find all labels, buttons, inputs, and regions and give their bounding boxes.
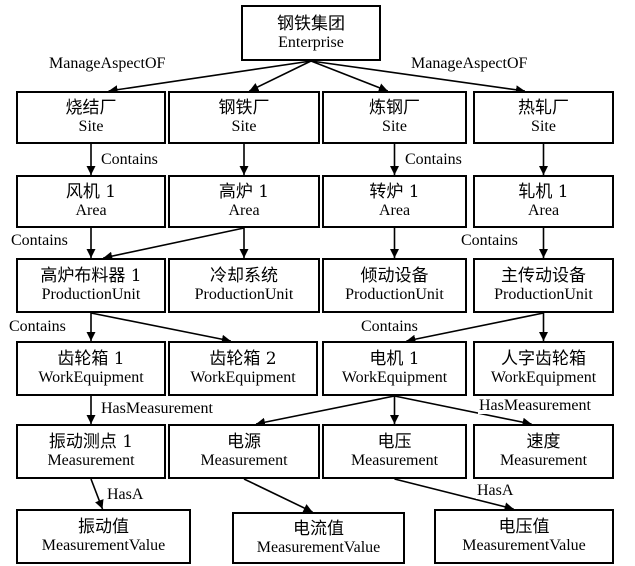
node-we-chilunxiang1-cn: 齿轮箱 1 xyxy=(57,349,125,370)
label-contains-site-right: Contains xyxy=(404,151,463,168)
edge-m_dianya-to-mv_dianyazhi xyxy=(394,478,514,512)
node-m-dianyuan: 电源 Measurement xyxy=(168,424,320,479)
label-hasmeasurement-right: HasMeasurement xyxy=(478,397,592,414)
node-site-shaojie-en: Site xyxy=(78,118,104,136)
node-site-liangang: 炼钢厂 Site xyxy=(322,91,467,144)
node-we-dianji-cn: 电机 1 xyxy=(369,349,420,370)
label-contains-area-right: Contains xyxy=(460,232,519,249)
label-hasmeasurement-left: HasMeasurement xyxy=(100,400,214,417)
node-pu-bulaoqi: 高炉布料器 1 ProductionUnit xyxy=(16,258,166,313)
node-pu-zhuchuandong-cn: 主传动设备 xyxy=(501,266,586,287)
edge-we_dianji-to-m_sudu xyxy=(394,395,532,427)
label-contains-area-left: Contains xyxy=(10,232,69,249)
node-pu-bulaoqi-en: ProductionUnit xyxy=(41,286,141,304)
node-m-zhendong: 振动测点 1 Measurement xyxy=(16,424,166,479)
node-pu-qingdong-en: ProductionUnit xyxy=(345,286,444,304)
node-site-rezha: 热轧厂 Site xyxy=(473,91,614,144)
label-contains-site-left: Contains xyxy=(100,151,159,168)
label-contains-pu-left: Contains xyxy=(8,318,67,335)
node-m-dianya-en: Measurement xyxy=(350,452,439,470)
node-pu-bulaoqi-cn: 高炉布料器 1 xyxy=(40,266,142,287)
node-area-zhaji: 轧机 1 Area xyxy=(473,175,614,228)
node-site-gangtie-cn: 钢铁厂 xyxy=(218,98,270,119)
node-site-liangang-cn: 炼钢厂 xyxy=(369,98,420,119)
node-we-chilunxiang1-en: WorkEquipment xyxy=(38,369,144,387)
node-m-dianyuan-en: Measurement xyxy=(200,452,288,470)
node-m-sudu: 速度 Measurement xyxy=(473,424,614,479)
node-pu-zhuchuandong: 主传动设备 ProductionUnit xyxy=(473,258,614,313)
node-m-dianya: 电压 Measurement xyxy=(322,424,467,479)
node-site-shaojie: 烧结厂 Site xyxy=(16,91,166,144)
node-area-zhuanlu: 转炉 1 Area xyxy=(322,175,467,228)
node-site-rezha-en: Site xyxy=(531,118,556,136)
edge-pu_zhuchuandong-to-we_dianji xyxy=(406,312,544,344)
node-we-chilunxiang1: 齿轮箱 1 WorkEquipment xyxy=(16,341,166,396)
edge-m_zhendong-to-mv_zhendongzhi xyxy=(90,478,104,510)
node-mv-zhendongzhi: 振动值 MeasurementValue xyxy=(16,509,191,564)
node-mv-dianyazhi-cn: 电压值 xyxy=(498,517,550,538)
edge-enterprise-to-site_liangang xyxy=(310,60,389,92)
node-we-chilunxiang2-cn: 齿轮箱 2 xyxy=(209,349,277,370)
node-site-gangtie: 钢铁厂 Site xyxy=(168,91,320,144)
node-mv-zhendongzhi-cn: 振动值 xyxy=(78,517,129,538)
node-mv-dianliuzhi: 电流值 MeasurementValue xyxy=(232,512,405,564)
node-area-gaolu-en: Area xyxy=(228,202,260,220)
edge-enterprise-to-site_rezha xyxy=(310,60,526,95)
node-we-renzi: 人字齿轮箱 WorkEquipment xyxy=(473,341,614,396)
node-we-chilunxiang2-en: WorkEquipment xyxy=(190,369,296,387)
node-mv-dianliuzhi-en: MeasurementValue xyxy=(256,538,381,556)
node-area-gaolu: 高炉 1 Area xyxy=(168,175,320,228)
node-enterprise: 钢铁集团 Enterprise xyxy=(241,5,381,61)
node-m-dianya-cn: 电压 xyxy=(377,432,412,453)
node-mv-dianliuzhi-cn: 电流值 xyxy=(293,518,344,539)
node-site-rezha-cn: 热轧厂 xyxy=(518,98,569,119)
label-hasa-left: HasA xyxy=(106,486,145,503)
node-pu-qingdong: 倾动设备 ProductionUnit xyxy=(322,258,467,313)
node-mv-dianyazhi-en: MeasurementValue xyxy=(462,537,586,555)
node-pu-lengque-en: ProductionUnit xyxy=(194,286,294,304)
node-we-renzi-en: WorkEquipment xyxy=(490,369,597,387)
label-hasa-right: HasA xyxy=(476,482,515,499)
label-contains-pu-right: Contains xyxy=(360,318,419,335)
node-m-sudu-en: Measurement xyxy=(499,452,588,470)
node-pu-lengque: 冷却系统 ProductionUnit xyxy=(168,258,320,313)
label-manage-aspect-left: ManageAspectOF xyxy=(48,55,167,72)
node-area-zhuanlu-cn: 转炉 1 xyxy=(369,182,420,203)
node-m-zhendong-cn: 振动测点 1 xyxy=(48,432,134,453)
node-area-fengji-en: Area xyxy=(75,202,107,220)
node-pu-qingdong-cn: 倾动设备 xyxy=(360,266,429,287)
edge-area_gaolu-to-pu_bulaoqi xyxy=(103,227,245,261)
label-manage-aspect-right: ManageAspectOF xyxy=(410,55,529,72)
node-area-fengji-cn: 风机 1 xyxy=(65,182,117,203)
node-site-shaojie-cn: 烧结厂 xyxy=(65,98,117,119)
node-area-zhaji-en: Area xyxy=(527,202,560,220)
node-pu-lengque-cn: 冷却系统 xyxy=(210,266,278,287)
node-pu-zhuchuandong-en: ProductionUnit xyxy=(494,286,593,304)
edge-we_dianji-to-m_dianyuan xyxy=(255,395,395,427)
node-m-zhendong-en: Measurement xyxy=(47,452,135,470)
node-area-zhuanlu-en: Area xyxy=(378,202,411,220)
node-we-dianji-en: WorkEquipment xyxy=(341,369,448,387)
node-area-gaolu-cn: 高炉 1 xyxy=(218,182,270,203)
node-enterprise-cn: 钢铁集团 xyxy=(277,13,345,34)
node-we-renzi-cn: 人字齿轮箱 xyxy=(501,349,586,370)
node-site-gangtie-en: Site xyxy=(231,118,257,136)
edge-pu_bulaoqi-to-we_chilunxiang2 xyxy=(90,312,231,344)
node-area-fengji: 风机 1 Area xyxy=(16,175,166,228)
node-mv-zhendongzhi-en: MeasurementValue xyxy=(41,537,166,555)
node-site-liangang-en: Site xyxy=(382,118,407,136)
node-mv-dianyazhi: 电压值 MeasurementValue xyxy=(434,509,614,564)
node-m-sudu-cn: 速度 xyxy=(526,432,561,453)
node-m-dianyuan-cn: 电源 xyxy=(227,432,261,453)
edge-enterprise-to-site_gangtie xyxy=(249,60,312,92)
node-enterprise-en: Enterprise xyxy=(278,33,344,51)
node-area-zhaji-cn: 轧机 1 xyxy=(518,182,569,203)
node-we-chilunxiang2: 齿轮箱 2 WorkEquipment xyxy=(168,341,318,396)
node-we-dianji: 电机 1 WorkEquipment xyxy=(322,341,467,396)
edge-enterprise-to-site_shaojie xyxy=(108,60,312,95)
edge-m_dianyuan-to-mv_dianliuzhi xyxy=(243,478,313,513)
